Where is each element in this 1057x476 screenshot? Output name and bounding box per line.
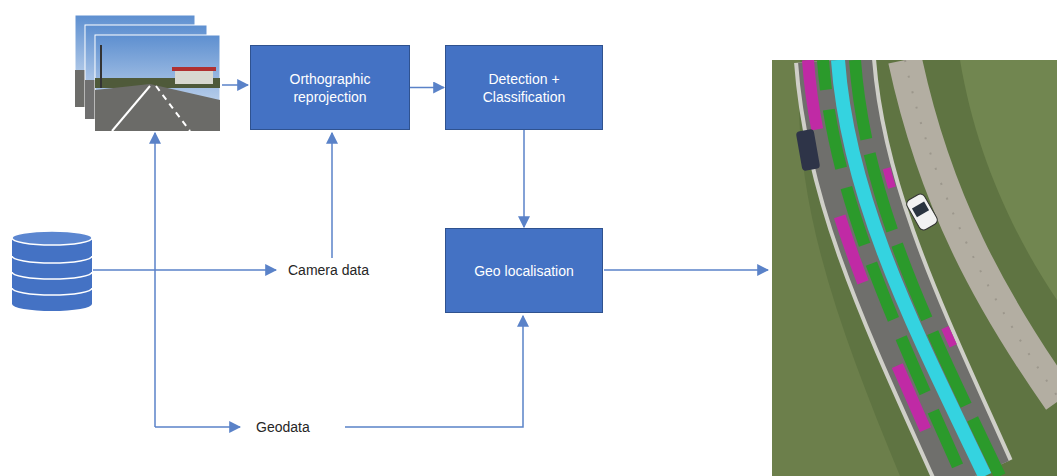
car <box>796 129 821 172</box>
flow-line <box>604 269 768 271</box>
photo-pole <box>100 45 102 88</box>
process-box: Orthographic reprojection <box>250 45 410 130</box>
car <box>905 192 939 231</box>
photo-roof <box>172 67 216 71</box>
data-label: Geodata <box>254 418 312 436</box>
box-text: Orthographic reprojection <box>265 70 395 106</box>
marking-strip <box>855 60 1000 476</box>
photo <box>95 35 220 131</box>
aerial-map <box>772 60 1057 476</box>
photo-station <box>175 70 213 84</box>
car-body <box>905 192 939 231</box>
db-ring <box>12 272 92 279</box>
photo-road <box>95 84 220 131</box>
car-body <box>796 129 821 172</box>
db-top <box>12 231 92 245</box>
flow-line <box>222 84 248 86</box>
box-text: Geo localisation <box>474 262 574 280</box>
photo-lane <box>156 86 190 131</box>
db-ring <box>12 256 92 263</box>
flow-line <box>331 133 333 258</box>
data-label: Camera data <box>286 261 371 279</box>
box-text: Detection + Classification <box>459 70 589 106</box>
flow-arrow <box>523 130 525 227</box>
car-window <box>912 202 929 218</box>
flow-arrow <box>410 87 444 89</box>
database-symbol <box>12 231 92 311</box>
front-photo <box>95 35 220 131</box>
flow-line <box>155 426 240 428</box>
marking-strip <box>868 60 1015 476</box>
db-body <box>12 238 92 304</box>
photo-stack <box>75 15 220 131</box>
process-box: Geo localisation <box>445 228 603 313</box>
flow-line <box>345 316 523 427</box>
process-box: Detection + Classification <box>445 45 603 130</box>
layout-lines <box>93 85 768 427</box>
db-ring <box>12 288 92 295</box>
db-bottom <box>12 297 92 311</box>
photo-lane <box>112 86 150 131</box>
flow-line <box>154 133 156 427</box>
flow-line <box>93 269 276 271</box>
